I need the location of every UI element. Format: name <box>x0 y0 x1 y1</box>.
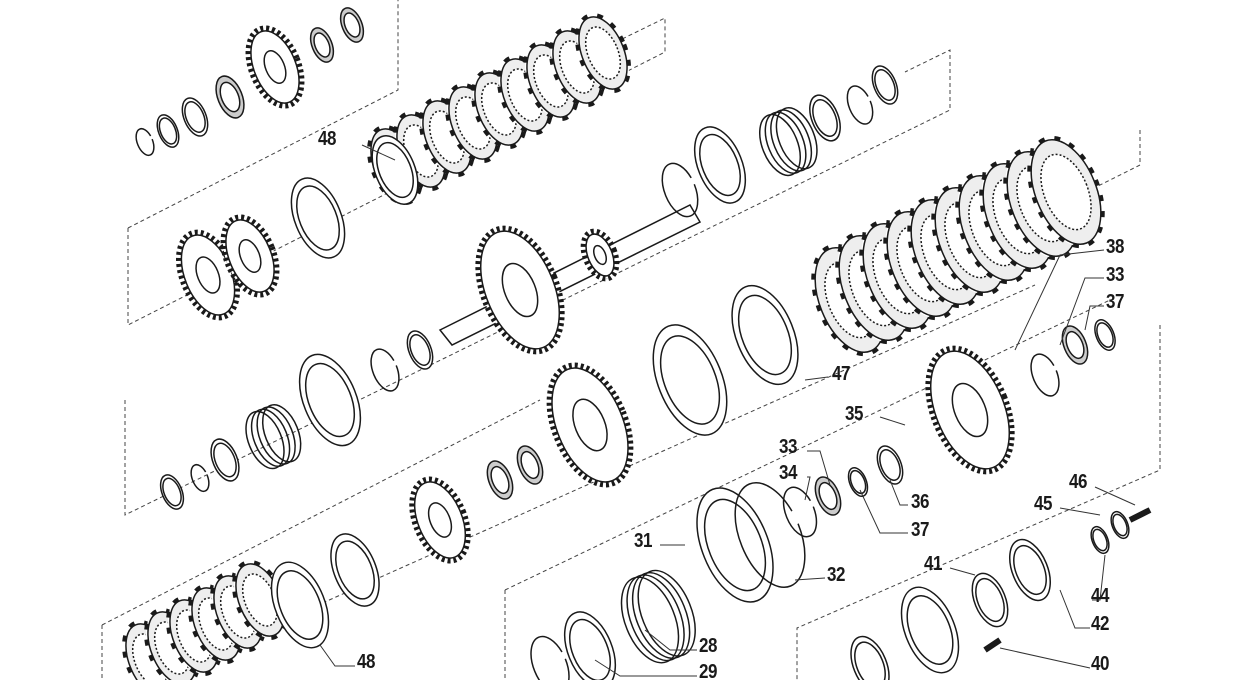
callout-28: 28 <box>699 635 718 657</box>
leader-line-c28 <box>644 629 697 651</box>
gear-part <box>245 25 305 109</box>
drum-35 <box>925 345 1015 475</box>
gear <box>220 214 280 298</box>
ring-part <box>1094 319 1116 351</box>
bolt-40 <box>983 637 1002 653</box>
hub-ring <box>290 177 346 259</box>
callout-40: 40 <box>1091 653 1110 675</box>
ring-part <box>298 353 362 447</box>
bearing-part <box>814 476 842 516</box>
snap-part <box>661 162 699 218</box>
sleeve-36 <box>876 445 904 485</box>
leader-line-c45 <box>1059 507 1101 516</box>
ring-part <box>1110 510 1130 540</box>
callout-44: 44 <box>1091 585 1110 607</box>
group-box-1 <box>127 0 399 229</box>
callout-31: 31 <box>634 530 653 552</box>
bolt-46 <box>1128 507 1152 523</box>
ring-part <box>181 97 209 137</box>
bearing-part <box>1061 325 1089 365</box>
plate <box>652 324 728 436</box>
ring-part <box>406 330 434 370</box>
ring-part <box>210 438 240 482</box>
bearing-part <box>309 27 335 63</box>
ring-part <box>847 467 869 497</box>
leader-line-c33b <box>807 450 831 486</box>
spring-part <box>620 569 696 664</box>
callout-33: 33 <box>779 436 798 458</box>
callout-47: 47 <box>832 363 851 385</box>
callout-33: 33 <box>1106 264 1125 286</box>
callout-42: 42 <box>1091 613 1110 635</box>
bearing-part <box>215 75 245 119</box>
ring-part <box>563 611 617 680</box>
ring-part <box>330 533 380 607</box>
leader-line-c48a <box>361 144 396 161</box>
callout-45: 45 <box>1034 493 1053 515</box>
seal-41 <box>971 572 1009 628</box>
group-box-1-bottom <box>127 17 666 326</box>
ring-part <box>871 65 899 105</box>
ring-part <box>156 114 180 148</box>
leader-line-c34 <box>804 476 811 501</box>
snap-part <box>135 127 155 157</box>
callout-37: 37 <box>1106 291 1125 313</box>
callout-32: 32 <box>827 564 846 586</box>
callout-35: 35 <box>845 403 864 425</box>
ring-part <box>809 94 841 142</box>
leader-line-c37a <box>1084 305 1104 331</box>
callout-34: 34 <box>779 462 798 484</box>
leader-line-c29 <box>594 659 697 677</box>
gear-part <box>409 476 471 564</box>
bearing-part <box>339 7 365 43</box>
callout-48: 48 <box>318 128 337 150</box>
group-box-3-top <box>101 399 541 626</box>
leader-line-c40 <box>999 647 1091 669</box>
callout-46: 46 <box>1069 471 1088 493</box>
leader-line-c46 <box>1094 486 1136 506</box>
housing <box>900 586 960 674</box>
snap-part <box>190 463 210 493</box>
group-box-2-right <box>1089 130 1141 191</box>
bearing-part <box>486 460 514 500</box>
gear <box>546 362 634 488</box>
leader-line-c48b <box>319 644 355 667</box>
group-box-4-right <box>796 325 1161 680</box>
snap-part <box>846 85 874 125</box>
callout-38: 38 <box>1106 236 1125 258</box>
callout-41: 41 <box>924 553 943 575</box>
callout-29: 29 <box>699 661 718 683</box>
leader-line-c47 <box>804 376 829 381</box>
snap-part <box>370 348 400 392</box>
leader-line-c38 <box>1014 249 1105 351</box>
ring-part <box>1090 525 1110 555</box>
callout-37: 37 <box>911 519 930 541</box>
bearing-part <box>516 445 544 485</box>
leader-line-c41 <box>949 567 976 576</box>
piston-31 <box>696 487 774 603</box>
leader-line-c36 <box>889 479 908 506</box>
leader-line-c37b <box>859 489 908 534</box>
clutch-plate <box>1027 135 1105 249</box>
small-gear <box>580 228 620 282</box>
leader-line-c32 <box>794 577 826 581</box>
callout-48: 48 <box>357 651 376 673</box>
snap-part <box>1030 353 1060 397</box>
yoke-42 <box>1009 538 1051 602</box>
leader-line-c44 <box>1092 554 1106 601</box>
callout-36: 36 <box>911 491 930 513</box>
ring-47 <box>731 284 799 386</box>
ring-part <box>159 474 185 510</box>
main-gear <box>475 225 565 355</box>
snap-part <box>782 486 818 538</box>
spring-part <box>759 107 818 177</box>
leader-line-c35 <box>879 416 906 426</box>
piston <box>693 126 747 204</box>
ring-48 <box>270 561 330 649</box>
leader-line-c33a <box>1059 277 1104 346</box>
leader-line-c42 <box>1059 589 1090 629</box>
spring-part <box>245 404 302 470</box>
clutch-plate <box>575 12 631 94</box>
ring-part <box>850 635 890 680</box>
